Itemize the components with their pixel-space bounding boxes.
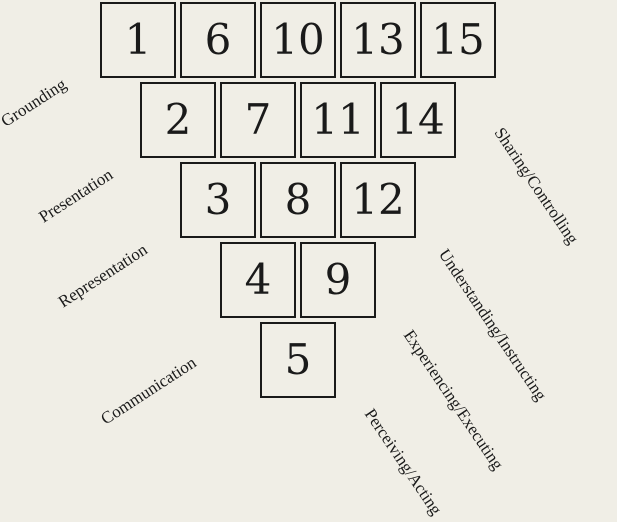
cell-14: 14 bbox=[380, 82, 456, 158]
cell-11: 11 bbox=[300, 82, 376, 158]
label-grounding: Grounding bbox=[0, 74, 70, 131]
label-representation: Representation bbox=[54, 239, 151, 312]
cell-5: 5 bbox=[260, 322, 336, 398]
cell-6: 6 bbox=[180, 2, 256, 78]
label-perceiving-acting: Perceiving/Acting bbox=[360, 405, 446, 519]
cell-2: 2 bbox=[140, 82, 216, 158]
cell-4: 4 bbox=[220, 242, 296, 318]
label-communication: Communication bbox=[97, 352, 200, 429]
cell-15: 15 bbox=[420, 2, 496, 78]
cell-9: 9 bbox=[300, 242, 376, 318]
cell-13: 13 bbox=[340, 2, 416, 78]
label-sharing-controlling: Sharing/Controlling bbox=[490, 124, 583, 248]
cell-10: 10 bbox=[260, 2, 336, 78]
cell-12: 12 bbox=[340, 162, 416, 238]
cell-3: 3 bbox=[180, 162, 256, 238]
cell-8: 8 bbox=[260, 162, 336, 238]
label-experiencing-executing: Experiencing/Executing bbox=[399, 326, 508, 474]
cell-1: 1 bbox=[100, 2, 176, 78]
cell-7: 7 bbox=[220, 82, 296, 158]
label-presentation: Presentation bbox=[35, 164, 117, 227]
